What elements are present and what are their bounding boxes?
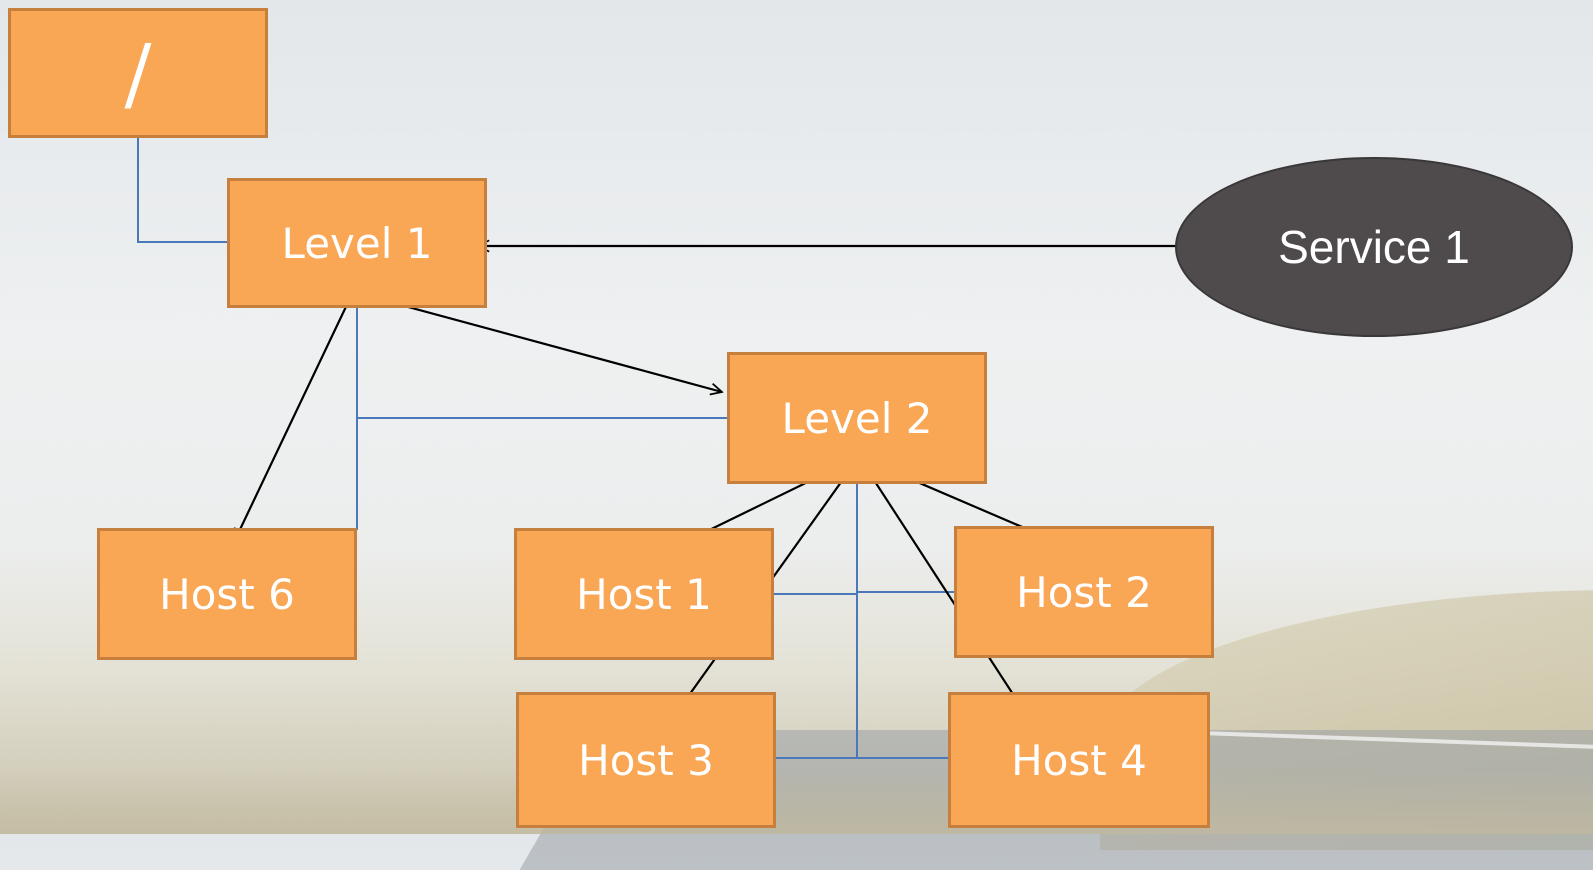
level1-node[interactable]: Level 1	[227, 178, 487, 308]
host6-node-label: Host 6	[159, 569, 295, 619]
root-node[interactable]: /	[8, 8, 268, 138]
level2-node-label: Level 2	[781, 393, 933, 443]
arrow-level1-level2	[352, 290, 722, 392]
host4-node-label: Host 4	[1011, 735, 1147, 785]
root-node-label: /	[124, 26, 152, 120]
level2-node[interactable]: Level 2	[727, 352, 987, 484]
host2-node[interactable]: Host 2	[954, 526, 1214, 658]
tree-lines	[137, 136, 956, 759]
host1-node[interactable]: Host 1	[514, 528, 774, 660]
arrow-level2-host4	[858, 456, 1020, 705]
tree-line-root-level1	[137, 136, 230, 243]
background-field	[0, 770, 1593, 834]
host2-node-label: Host 2	[1016, 567, 1152, 617]
host3-node-label: Host 3	[578, 735, 714, 785]
level1-node-label: Level 1	[281, 218, 433, 268]
service1-node-label: Service 1	[1278, 221, 1470, 273]
host6-node[interactable]: Host 6	[97, 528, 357, 660]
arrow-level1-host6	[235, 291, 354, 540]
service1-node[interactable]: Service 1	[1175, 157, 1573, 337]
host3-node[interactable]: Host 3	[516, 692, 776, 828]
host1-node-label: Host 1	[576, 569, 712, 619]
host4-node[interactable]: Host 4	[948, 692, 1210, 828]
